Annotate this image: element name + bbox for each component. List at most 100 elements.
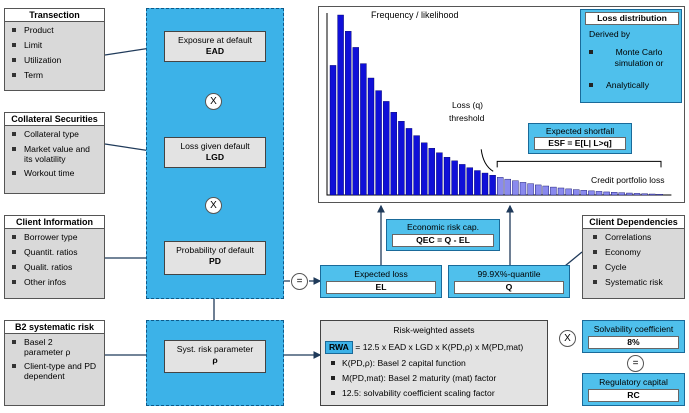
- multiply-operator: X: [559, 330, 576, 347]
- list-item: Collateral type: [12, 129, 104, 139]
- threshold-arrow: [480, 149, 494, 172]
- ead-symbol: EAD: [205, 46, 225, 56]
- chart-bar: [565, 188, 572, 196]
- loss-distribution-derived: Derived by: [589, 29, 631, 39]
- chart-plot: [326, 13, 672, 196]
- solvability-value: 8%: [588, 336, 679, 349]
- expected-loss-label: Expected loss: [354, 269, 408, 279]
- expected-loss-symbol: EL: [326, 281, 436, 294]
- ead-label: Exposure at default: [177, 35, 253, 45]
- bullet-icon: [589, 83, 593, 87]
- lgd-box: Loss given default LGD: [164, 137, 266, 168]
- chart-bar: [375, 90, 382, 196]
- b2-risk-box: B2 systematic risk Basel 2 parameter ρ C…: [4, 320, 105, 406]
- chart-bar: [443, 156, 451, 196]
- chart-bar: [337, 14, 344, 196]
- list-item: Client-type and PD dependent: [12, 361, 98, 381]
- quantile-label: 99.9X%-quantile: [477, 269, 541, 279]
- chart-bar: [519, 182, 527, 196]
- chart-bar: [436, 152, 443, 196]
- frequency-label: Frequency / likelihood: [371, 10, 459, 20]
- rho-symbol: ρ: [212, 355, 218, 365]
- rho-label: Syst. risk parameter: [176, 344, 254, 354]
- transaction-box: Transection Product Limit Utilization Te…: [4, 8, 105, 91]
- rwa-formula-row: RWA = 12.5 x EAD x LGD x K(PD,ρ) x M(PD,…: [325, 341, 523, 354]
- loss-distribution-chart: Frequency / likelihood Loss (q) threshol…: [318, 6, 685, 203]
- list-item: Utilization: [12, 55, 104, 65]
- chart-bar: [420, 142, 428, 196]
- solvability-box: Solvability coefficient 8%: [582, 320, 685, 353]
- collateral-box: Collateral Securities Collateral type Ma…: [4, 112, 105, 194]
- chart-bar: [572, 189, 580, 196]
- lgd-symbol: LGD: [205, 152, 225, 162]
- chart-bar: [649, 193, 656, 196]
- list-item: Other infos: [12, 277, 104, 287]
- chart-bar: [534, 184, 542, 196]
- list-item: M(PD,mat): Basel 2 maturity (mat) factor: [342, 373, 497, 383]
- regulatory-capital-box: Regulatory capital RC: [582, 373, 685, 406]
- economic-risk-cap-formula: QEC = Q - EL: [392, 234, 494, 247]
- chart-bar: [512, 180, 519, 196]
- rho-box: Syst. risk parameter ρ: [164, 340, 266, 373]
- chart-bar: [626, 192, 633, 196]
- expected-shortfall-formula: ESF = E[L| L>q]: [534, 137, 626, 150]
- list-item: Monte Carlo simulation or: [614, 47, 664, 68]
- chart-bar: [360, 63, 367, 196]
- list-item: K(PD,ρ): Basel 2 capital function: [342, 358, 466, 368]
- chart-bar: [618, 192, 625, 196]
- list-item: Correlations: [593, 232, 684, 242]
- client-info-list: Borrower type Quantit. ratios Qualit. ra…: [5, 229, 104, 287]
- regulatory-capital-label: Regulatory capital: [599, 377, 668, 387]
- chart-bar: [367, 77, 375, 196]
- loss-distribution-title: Loss distribution: [585, 12, 679, 25]
- list-item: Borrower type: [12, 232, 104, 242]
- list-item: 12.5: solvability coefficient scaling fa…: [342, 388, 495, 398]
- rwa-box: Risk-weighted assets RWA = 12.5 x EAD x …: [320, 320, 548, 406]
- client-dependencies-title: Client Dependencies: [583, 216, 684, 229]
- list-item: Workout time: [12, 168, 104, 178]
- chart-bar: [345, 31, 352, 196]
- chart-bar: [398, 120, 405, 196]
- regulatory-capital-symbol: RC: [588, 389, 679, 402]
- ead-box: Exposure at default EAD: [164, 31, 266, 62]
- chart-bar: [329, 65, 337, 196]
- chart-bar: [489, 174, 496, 196]
- multiply-operator: X: [205, 197, 222, 214]
- lgd-label: Loss given default: [180, 141, 250, 151]
- list-item: Cycle: [593, 262, 684, 272]
- chart-bar: [428, 147, 436, 196]
- list-item: Systematic risk: [593, 277, 684, 287]
- pd-box: Probability of default PD: [164, 241, 266, 275]
- chart-bar: [504, 178, 512, 196]
- list-item: Product: [12, 25, 104, 35]
- quantile-box: 99.9X%-quantile Q: [448, 265, 570, 298]
- loss-distribution-box: Loss distribution Derived by Monte Carlo…: [580, 9, 682, 103]
- expected-shortfall-label: Expected shortfall: [545, 126, 615, 136]
- collateral-title: Collateral Securities: [5, 113, 104, 126]
- quantile-symbol: Q: [454, 281, 564, 294]
- chart-bar: [413, 135, 420, 196]
- list-item: Analytically: [606, 80, 649, 90]
- economic-risk-cap-box: Economic risk cap. QEC = Q - EL: [386, 219, 500, 251]
- client-dependencies-list: Correlations Economy Cycle Systematic ri…: [583, 229, 684, 287]
- client-info-box: Client Information Borrower type Quantit…: [4, 215, 105, 299]
- bullet-icon: [331, 361, 335, 365]
- client-dependencies-box: Client Dependencies Correlations Economy…: [582, 215, 685, 299]
- chart-bar: [451, 160, 458, 196]
- chart-bar: [481, 172, 489, 196]
- chart-bar: [595, 191, 603, 196]
- equals-operator: =: [291, 273, 308, 290]
- solvability-label: Solvability coefficient: [593, 324, 674, 334]
- chart-bar: [550, 186, 557, 196]
- economic-risk-cap-label: Economic risk cap.: [406, 222, 480, 232]
- chart-bar: [656, 194, 663, 196]
- rwa-title: Risk-weighted assets: [393, 325, 475, 335]
- chart-bar: [611, 192, 618, 196]
- multiply-operator: X: [205, 93, 222, 110]
- list-item: Economy: [593, 247, 684, 257]
- list-item: Quantit. ratios: [12, 247, 104, 257]
- shortfall-bracket: [496, 160, 662, 168]
- pd-label: Probability of default: [176, 245, 254, 255]
- rwa-formula: = 12.5 x EAD x LGD x K(PD,ρ) x M(PD,mat): [355, 342, 524, 352]
- bullet-icon: [589, 50, 593, 54]
